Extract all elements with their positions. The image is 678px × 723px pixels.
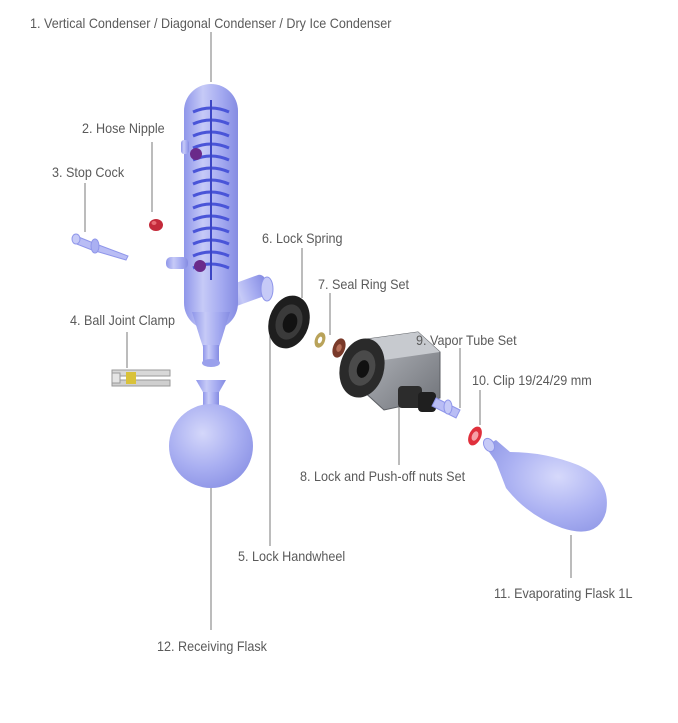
- seal-ring-rubber-hole: [336, 344, 342, 352]
- label-clip: 10. Clip 19/24/29 mm: [472, 372, 592, 388]
- receiving-flask: [169, 380, 253, 488]
- clamp-arm-top: [111, 369, 171, 377]
- label-lock-spring: 6. Lock Spring: [262, 230, 343, 246]
- condenser-upper-knob: [190, 148, 202, 160]
- hose-nipple-body: [149, 219, 163, 231]
- leader-lines: [84, 32, 572, 630]
- clip-opening: [471, 431, 479, 441]
- condenser-tip: [203, 345, 219, 363]
- label-receiving-flask: 12. Receiving Flask: [157, 638, 267, 654]
- evaporating-flask: [482, 437, 607, 532]
- pushoff-nut-2: [418, 392, 436, 412]
- receiving-flask-cup: [196, 380, 226, 394]
- handwheel-bore: [282, 313, 298, 333]
- evaporating-flask-body: [485, 440, 607, 532]
- label-lock-pushoff-nuts: 8. Lock and Push-off nuts Set: [300, 468, 466, 484]
- evaporating-flask-mouth: [482, 437, 496, 453]
- lock-handwheel: [268, 295, 310, 349]
- label-ball-joint-clamp: 4. Ball Joint Clamp: [70, 312, 176, 328]
- lock-pushoff-nuts-set: [339, 331, 441, 412]
- clip: [468, 426, 482, 446]
- vapor-tube-joint: [443, 399, 453, 415]
- stop-cock-tube: [73, 235, 129, 261]
- label-lock-handwheel: 5. Lock Handwheel: [238, 548, 346, 564]
- condenser-side-arm: [166, 257, 188, 269]
- clamp-screw: [111, 372, 121, 384]
- hose-nipple: [149, 219, 163, 231]
- receiving-flask-bulb: [169, 404, 253, 488]
- stop-cock-valve: [90, 238, 100, 254]
- pushoff-nut-1: [398, 386, 422, 408]
- label-seal-ring-set: 7. Seal Ring Set: [318, 276, 410, 292]
- stop-cock: [71, 233, 129, 261]
- condenser-ball-joint: [202, 359, 220, 367]
- label-stop-cock: 3. Stop Cock: [52, 164, 125, 180]
- clamp-hinge: [126, 372, 136, 384]
- clamp-arm-bottom: [111, 379, 171, 387]
- vertical-condenser: [166, 84, 274, 367]
- hose-nipple-highlight: [151, 221, 157, 225]
- condenser-lower-knob: [194, 260, 206, 272]
- motor-front-bore: [356, 360, 370, 378]
- ball-joint-clamp: [111, 369, 171, 387]
- label-condenser: 1. Vertical Condenser / Diagonal Condens…: [30, 15, 392, 31]
- label-evaporating-flask: 11. Evaporating Flask 1L: [494, 585, 633, 601]
- label-vapor-tube-set: 9. Vapor Tube Set: [416, 332, 517, 348]
- seal-ring-brass-hole: [317, 336, 323, 344]
- condenser-upper-port: [181, 140, 189, 154]
- seal-ring-set: [314, 332, 346, 358]
- condenser-lower-neck: [192, 312, 230, 350]
- vapor-tube-set: [431, 397, 461, 419]
- label-hose-nipple: 2. Hose Nipple: [82, 120, 165, 136]
- condenser-side-inlet-mouth: [260, 276, 274, 302]
- stop-cock-handle: [71, 233, 81, 245]
